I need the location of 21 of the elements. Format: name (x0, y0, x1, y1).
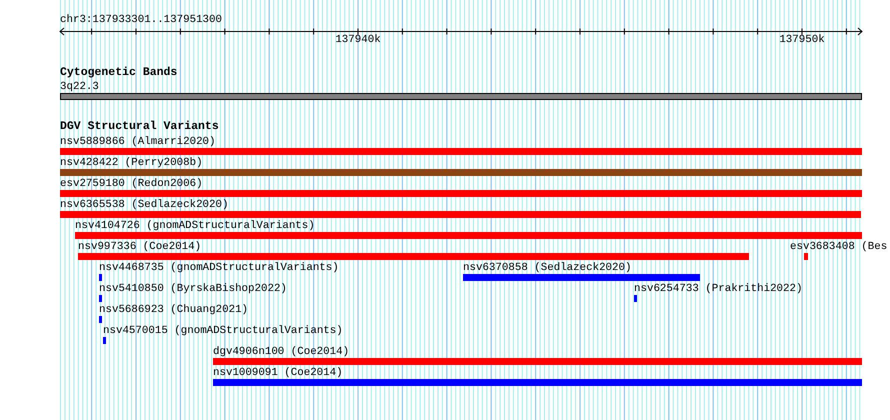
feature-label: nsv4104726 (gnomADStructuralVariants) (75, 221, 315, 232)
tick-label: 137940k (335, 34, 381, 46)
feature-label: dgv4906n100 (Coe2014) (213, 347, 350, 358)
coordinate-range: chr3:137933301..137951300 (60, 14, 222, 26)
feature-label: nsv5686923 (Chuang2021) (99, 305, 248, 316)
feature-label: nsv6370858 (Sedlazeck2020) (463, 263, 632, 274)
feature-label: nsv6365538 (Sedlazeck2020) (60, 200, 228, 211)
feature-label: nsv1009091 (Coe2014) (213, 368, 343, 379)
feature-label: nsv428422 (Perry2008b) (60, 158, 203, 169)
feature-label: 3q22.3 (60, 82, 99, 93)
feature-label: nsv997336 (Coe2014) (78, 242, 202, 253)
feature-label: nsv5889866 (Almarri2020) (60, 137, 216, 148)
feature-label: esv2759180 (Redon2006) (60, 179, 203, 190)
feature-label: nsv5410850 (ByrskaBishop2022) (99, 284, 287, 295)
feature-label: nsv4570015 (gnomADStructuralVariants) (103, 326, 343, 337)
track-title: DGV Structural Variants (60, 121, 219, 133)
feature-label: esv3683408 (Bes (790, 242, 888, 253)
feature-label: nsv4468735 (gnomADStructuralVariants) (99, 263, 339, 274)
tick-label: 137950k (779, 34, 825, 46)
track-title: Cytogenetic Bands (60, 67, 178, 79)
feature-label: nsv6254733 (Prakrithi2022) (634, 284, 802, 295)
